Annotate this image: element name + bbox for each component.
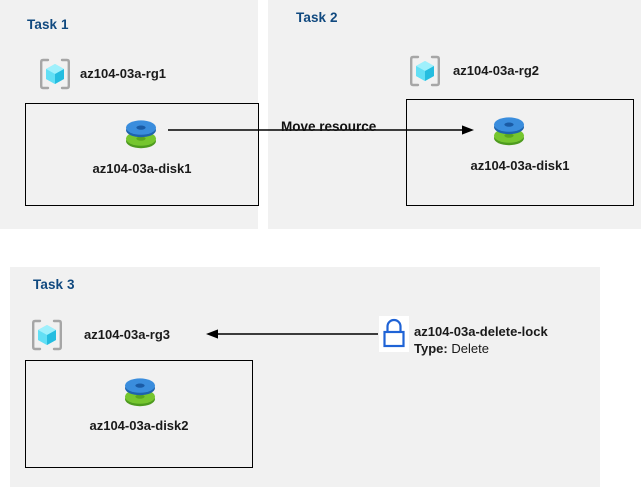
task-1-resource-group-label: az104-03a-rg1 (80, 66, 166, 81)
managed-disk-icon (120, 113, 162, 155)
task-3-resource-group-label: az104-03a-rg3 (84, 327, 170, 342)
move-resource-label: Move resource (281, 119, 377, 134)
task-1-resource-group-box (25, 103, 259, 206)
managed-disk-icon (488, 110, 530, 152)
task-1-title: Task 1 (27, 17, 69, 32)
managed-disk-icon (119, 371, 161, 413)
task-2-resource-group-label: az104-03a-rg2 (453, 63, 539, 78)
delete-lock-name: az104-03a-delete-lock (414, 324, 548, 339)
resource-group-cube-icon (408, 54, 442, 88)
task-3-title: Task 3 (33, 277, 75, 292)
task-1-panel (0, 0, 258, 229)
task-2-resource-group-box (406, 99, 634, 206)
task-2-panel (268, 0, 641, 229)
padlock-icon (379, 316, 409, 352)
delete-lock-type-label: Type: (414, 341, 448, 356)
task-3-resource-label: az104-03a-disk2 (89, 418, 189, 433)
task-2-resource-label: az104-03a-disk1 (470, 158, 570, 173)
move-resource-arrow (168, 125, 474, 135)
delete-lock-type: Type: Delete (414, 341, 489, 356)
task-2-title: Task 2 (296, 10, 338, 25)
delete-lock-type-value: Delete (451, 341, 489, 356)
task-3-panel (10, 267, 600, 487)
task-1-resource-label: az104-03a-disk1 (92, 161, 192, 176)
resource-group-cube-icon (38, 57, 72, 91)
delete-lock-arrow (206, 329, 378, 339)
resource-group-cube-icon (30, 318, 64, 352)
task-3-resource-group-box (25, 360, 253, 468)
